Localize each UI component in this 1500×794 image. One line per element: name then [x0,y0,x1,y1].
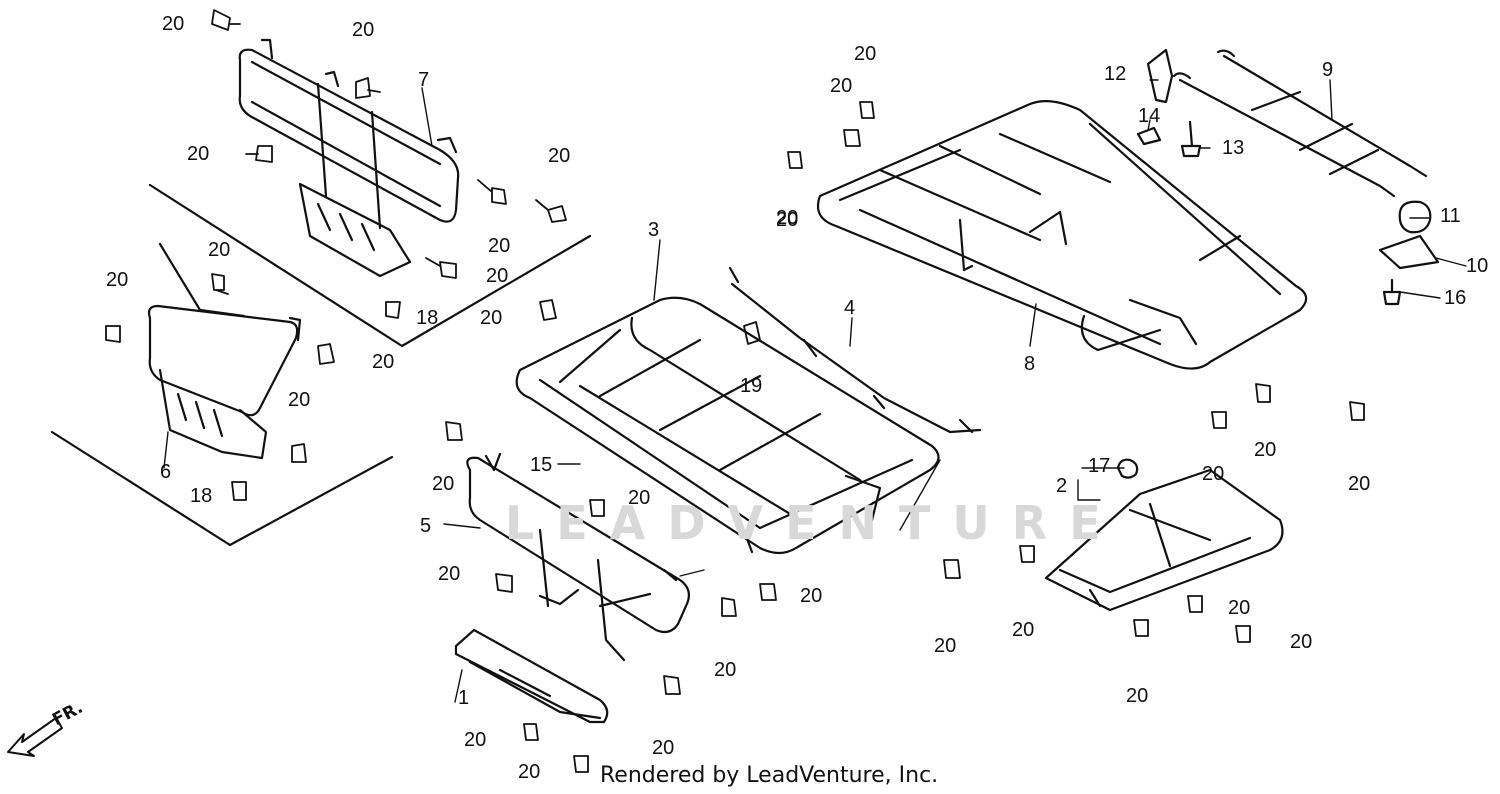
front-arrow-icon [7,717,63,757]
callout-label: 20 [628,487,651,509]
callout-label: 20 [1348,473,1371,495]
callout-label: 20 [652,737,675,759]
panel-line-upper [148,183,592,348]
bolt-group [105,9,1365,773]
part-3-rear-carrier [515,296,940,555]
part-9-rails [1172,49,1428,198]
callout-label: 18 [190,485,213,507]
callout-label: 11 [1440,205,1461,227]
callout-label: 20 [548,145,571,167]
callout-label: 20 [714,659,737,681]
callout-label: 20 [486,265,509,287]
callout-label: 20 [934,635,957,657]
callout-label: 9 [1322,59,1334,81]
callout-label: 1 [458,687,470,709]
callout-label: 10 [1466,255,1489,277]
callout-label: 20 [518,761,541,783]
part-2-skid-plate [1044,468,1284,612]
callout-label: 20 [776,209,799,231]
callout-label: 3 [648,219,660,241]
callout-label: 7 [418,69,430,91]
callout-label: 6 [160,461,172,483]
part-6-front-guard [147,242,302,460]
callout-label: 16 [1444,287,1467,309]
callout-label: 2 [1056,475,1068,497]
part-14-plate [1136,126,1162,146]
callout-label: 8 [1024,353,1036,375]
leader-lines [163,79,1467,703]
callout-label: 20 [830,75,853,97]
part-10-clip [1378,234,1440,270]
callout-label: 20 [1290,631,1313,653]
callout-label: 17 [1088,455,1111,477]
callout-label: 20 [432,473,455,495]
callout-label: 20 [854,43,877,65]
callout-label: 20 [776,207,799,229]
callout-label: 20 [488,235,511,257]
callout-label: 20 [372,351,395,373]
part-8-rear-carrier [816,99,1308,370]
part-13-bolt [1180,120,1202,158]
part-16-bolt [1382,278,1402,306]
callout-label: 19 [740,375,763,397]
callout-label: 13 [1222,137,1245,159]
callout-label: 20 [1254,439,1277,461]
callout-label: 20 [106,269,129,291]
panel-line-lower [50,430,394,547]
callout-label: 20 [208,239,231,261]
callout-label: 5 [420,515,432,537]
part-12-bracket [1146,48,1174,104]
watermark: LEADVENTURE [505,496,1123,550]
callout-label: 18 [416,307,439,329]
callout-label: 20 [480,307,503,329]
part-4-bracket [728,266,982,434]
part-11-collar [1398,200,1432,234]
callout-label: 14 [1138,105,1161,127]
callout-label: 20 [352,19,375,41]
callout-label: 20 [1012,619,1035,641]
callout-label: 20 [800,585,823,607]
callout-label: 12 [1104,63,1127,85]
callout-label: 20 [438,563,461,585]
part-7-front-guard [238,38,460,278]
callout-label: 20 [1228,597,1251,619]
part-1-skid-plate [454,628,609,724]
callout-label: 15 [530,454,553,476]
footer-credit: Rendered by LeadVenture, Inc. [600,763,939,788]
callout-label: 20 [187,143,210,165]
callout-label: 20 [162,13,185,35]
part-5-front-carrier [466,452,691,662]
callout-label: 20 [288,389,311,411]
callout-label: 4 [844,297,856,319]
callout-label: 20 [1202,463,1225,485]
callout-label: 20 [464,729,487,751]
part-17-grommet [1116,458,1139,479]
callout-label: 20 [1126,685,1149,707]
